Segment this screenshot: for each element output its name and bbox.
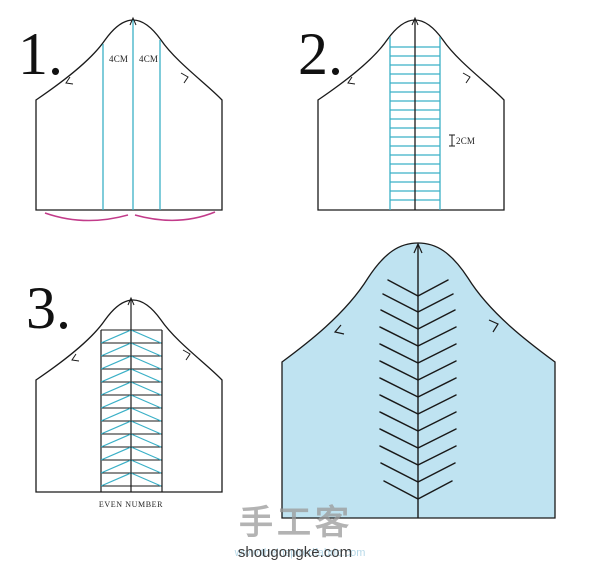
sleeve-outline-1 [35,19,223,211]
notch-mark-left-1 [65,76,74,85]
diagonal-guides-3 [101,330,162,487]
final-sleeve-panel [281,242,556,519]
notch-mark-left-3 [71,353,80,362]
step-2-panel: 2. [298,16,505,211]
notch-mark-right-3 [182,349,191,361]
step-2-number: 2. [298,21,343,87]
measure-label-left-1: 4CM [109,54,128,64]
notch-mark-left-2 [347,76,356,85]
center-arrow-2 [411,16,419,26]
final-center-arrow [413,242,423,254]
watermark-url: shougongke.com [238,544,352,561]
notch-mark-right-1 [180,72,189,84]
final-notch-mark-right [488,319,499,333]
step-1-panel: 1. 4CM 4CM [18,16,223,222]
step-3-number: 3. [26,275,71,341]
hem-curve-left [44,212,129,222]
center-arrow-1 [129,16,137,26]
vertical-guides-2 [389,37,441,210]
vertical-guides-1 [102,20,161,210]
watermark-faint-url: www.theinspiredfabric.com [234,547,366,559]
watermark: 手工客 www.theinspiredfabric.com shougongke… [234,503,366,561]
watermark-chinese-text: 手工客 [239,503,353,543]
step-3-panel: 3. [26,275,223,509]
hem-curve-right [134,211,216,222]
final-notch-mark-left [333,324,345,335]
measure-bracket-2 [449,134,455,147]
even-number-caption: EVEN NUMBER [99,500,163,509]
center-arrow-3 [127,296,135,306]
sleeve-outline-2 [317,19,505,211]
measure-label-right-1: 4CM [139,54,158,64]
chevron-strokes [379,279,457,500]
step-1-number: 1. [18,21,63,87]
notch-mark-right-2 [462,72,471,84]
measure-label-2: 2CM [456,136,475,146]
vertical-guides-3 [100,330,163,492]
sleeve-outline-3 [35,299,223,493]
